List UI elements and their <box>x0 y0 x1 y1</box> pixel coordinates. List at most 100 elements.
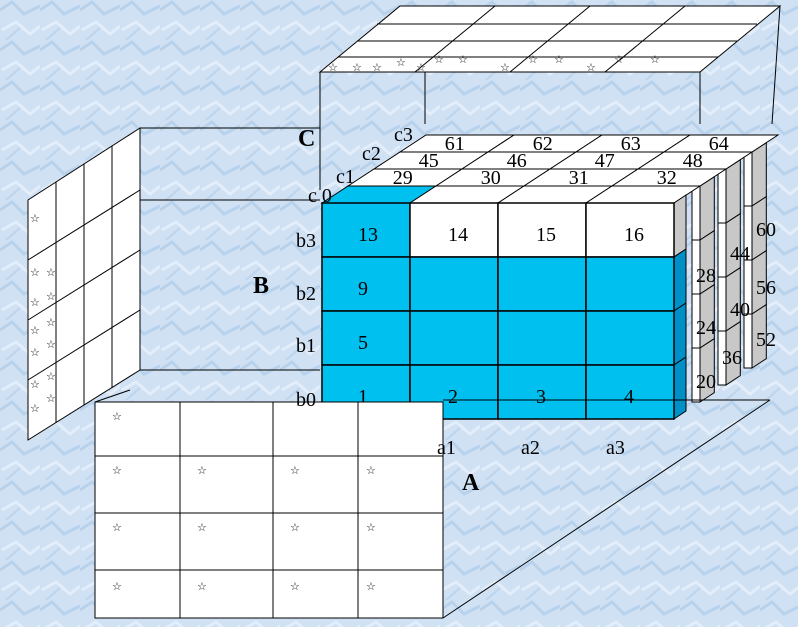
cube-back-cell <box>743 313 753 369</box>
b-tick-3: b3 <box>296 230 316 252</box>
cube-top-cell-value: 30 <box>481 167 501 189</box>
side-number: 44 <box>730 243 750 265</box>
cube-side-block <box>725 158 741 224</box>
bottom-projection-plane: ☆☆☆☆☆☆☆☆☆☆☆☆☆ <box>94 389 771 619</box>
c-tick-2: c2 <box>362 143 381 165</box>
front-side-cell <box>673 356 687 420</box>
star-icon: ☆ <box>416 61 426 74</box>
front-cell <box>497 202 587 258</box>
cube-back-cell <box>691 347 701 403</box>
c-tick-0: c 0 <box>308 185 332 207</box>
star-icon: ☆ <box>112 464 122 477</box>
star-icon: ☆ <box>30 324 40 337</box>
star-icon: ☆ <box>30 346 40 359</box>
top-projection-plane: ☆☆☆☆☆☆☆☆☆☆☆☆☆ <box>318 5 782 190</box>
star-icon: ☆ <box>30 378 40 391</box>
cube-side-block <box>699 175 715 241</box>
star-icon: ☆ <box>290 580 300 593</box>
star-icon: ☆ <box>396 56 406 69</box>
star-icon: ☆ <box>46 266 56 279</box>
b-tick-2: b2 <box>296 283 316 305</box>
cube-top-cell-value: 62 <box>533 133 553 155</box>
cube-top-cell-value: 64 <box>709 133 729 155</box>
front-cell <box>585 202 675 258</box>
star-icon: ☆ <box>554 53 564 66</box>
top-plane-stars: ☆☆☆☆☆☆☆☆☆☆☆☆☆ <box>328 53 660 74</box>
front-cell-value: 13 <box>358 224 378 246</box>
star-icon: ☆ <box>650 53 660 66</box>
front-cell <box>497 364 587 420</box>
left-projection-plane: ☆☆☆☆☆☆☆☆☆☆☆☆☆ <box>27 127 320 441</box>
star-icon: ☆ <box>112 580 122 593</box>
axis-title-c: C <box>298 126 315 152</box>
c-tick-1: c1 <box>336 166 355 188</box>
front-cell-value: 1 <box>358 386 368 408</box>
star-icon: ☆ <box>112 521 122 534</box>
front-cell-value: 3 <box>536 386 546 408</box>
c-tick-3: c3 <box>394 124 413 146</box>
front-cell-value: 5 <box>358 332 368 354</box>
front-cell-value: 2 <box>448 386 458 408</box>
star-icon: ☆ <box>30 402 40 415</box>
star-icon: ☆ <box>614 53 624 66</box>
b-tick-1: b1 <box>296 335 316 357</box>
cube-back-cell <box>691 185 701 241</box>
star-icon: ☆ <box>197 580 207 593</box>
side-number: 52 <box>756 329 776 351</box>
star-icon: ☆ <box>46 290 56 303</box>
star-icon: ☆ <box>328 61 338 74</box>
a-tick-2: a2 <box>521 437 540 459</box>
star-icon: ☆ <box>586 61 596 74</box>
front-cell <box>409 310 499 366</box>
star-icon: ☆ <box>46 316 56 329</box>
star-icon: ☆ <box>458 53 468 66</box>
side-number: 24 <box>696 317 716 339</box>
left-plane-stars: ☆☆☆☆☆☆☆☆☆☆☆☆☆ <box>30 212 56 415</box>
cube-side-block <box>751 141 767 207</box>
front-cell <box>497 310 587 366</box>
star-icon: ☆ <box>500 61 510 74</box>
cube-top-cell-value: 46 <box>507 150 527 172</box>
front-side-cell <box>673 194 687 258</box>
cube-top-cell-value: 32 <box>657 167 677 189</box>
cube-top-cell-value: 45 <box>419 150 439 172</box>
front-cell <box>585 310 675 366</box>
cube-back-cell <box>717 168 727 224</box>
side-number: 40 <box>730 299 750 321</box>
cube-top-cell-value: 31 <box>569 167 589 189</box>
front-side-cell <box>673 248 687 312</box>
star-icon: ☆ <box>112 410 122 423</box>
cube-top-cell-value: 29 <box>393 167 413 189</box>
a-tick-1: a1 <box>437 437 456 459</box>
front-side-cell <box>673 302 687 366</box>
side-number: 60 <box>756 219 776 241</box>
front-cell <box>321 310 411 366</box>
front-cell <box>585 256 675 312</box>
star-icon: ☆ <box>352 61 362 74</box>
star-icon: ☆ <box>366 521 376 534</box>
cube-back-cell <box>717 276 727 332</box>
cube-back-cell <box>717 222 727 278</box>
front-cell <box>409 256 499 312</box>
star-icon: ☆ <box>30 212 40 225</box>
star-icon: ☆ <box>434 53 444 66</box>
axis-labels: C B A c 0 c1 c2 c3 b3 b2 b1 b0 a1 a2 a3 <box>253 124 625 496</box>
star-icon: ☆ <box>197 464 207 477</box>
front-cell-value: 4 <box>624 386 634 408</box>
axis-title-a: A <box>462 470 480 496</box>
cube-back-cell <box>743 151 753 207</box>
star-icon: ☆ <box>197 521 207 534</box>
front-cell-value: 15 <box>536 224 556 246</box>
side-number: 28 <box>696 265 716 287</box>
star-icon: ☆ <box>366 464 376 477</box>
star-icon: ☆ <box>46 370 56 383</box>
star-icon: ☆ <box>30 296 40 309</box>
cube-back-cell <box>717 330 727 386</box>
b-tick-0: b0 <box>296 389 316 411</box>
front-cell-value: 9 <box>358 278 368 300</box>
front-cell <box>497 256 587 312</box>
